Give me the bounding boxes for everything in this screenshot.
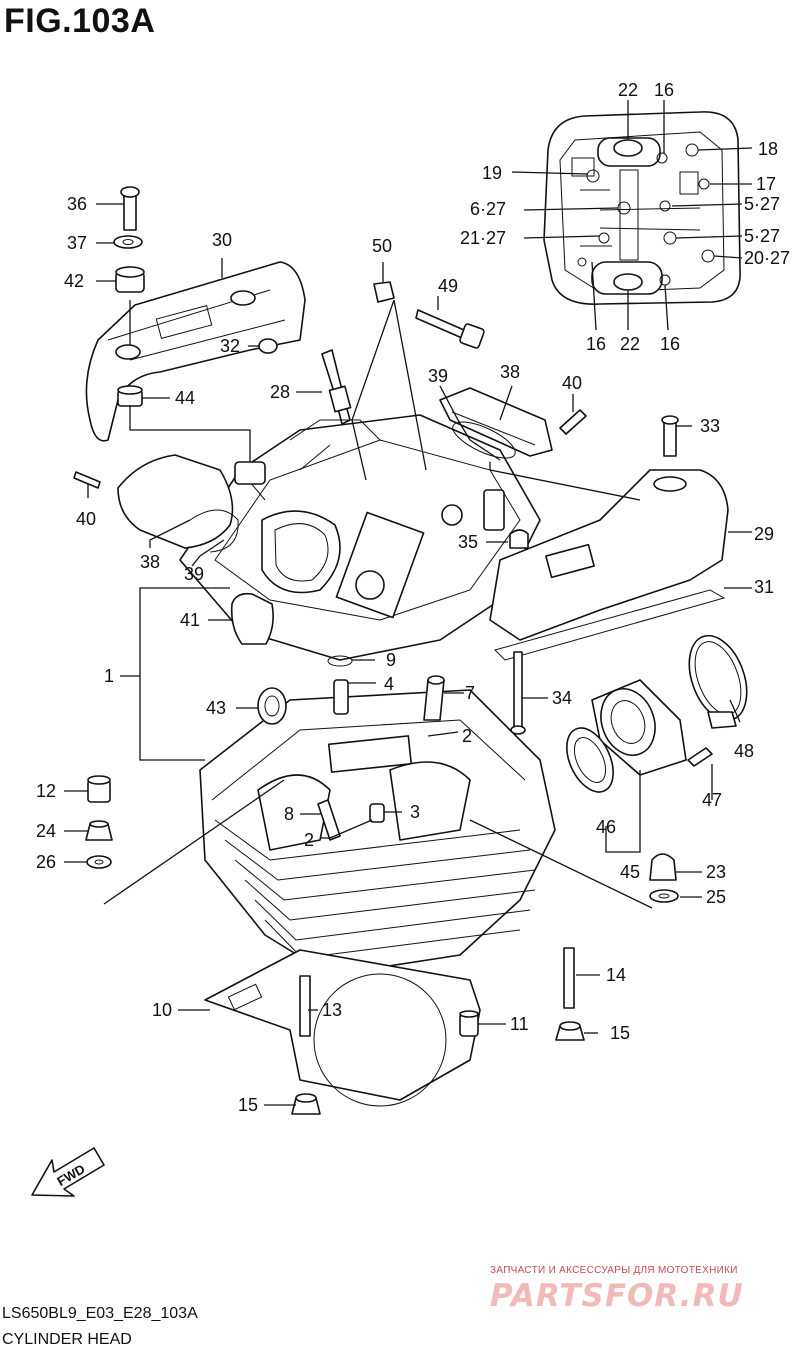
- watermark-tagline: ЗАПЧАСТИ И АКСЕССУАРЫ ДЛЯ МОТОТЕХНИКИ: [490, 1265, 738, 1276]
- right-fasteners: [555, 853, 679, 1041]
- model-code-label: LS650BL9_E03_E28_103A: [2, 1305, 198, 1322]
- callout-40-right: 40: [562, 373, 582, 393]
- callout-14: 14: [606, 965, 626, 985]
- intake-assembly: [510, 634, 748, 793]
- cylinder-gasket: [204, 949, 481, 1115]
- cylinder-head-lower: [199, 655, 556, 976]
- callout-35: 35: [458, 532, 478, 552]
- callout-38-lower: 38: [140, 552, 160, 572]
- callout-45: 45: [620, 862, 640, 882]
- breather-covers: [73, 387, 587, 645]
- callout-31: 31: [754, 577, 774, 597]
- callout-36: 36: [67, 194, 87, 214]
- cylinder-head-upper: [179, 414, 541, 661]
- callout-39-lower: 39: [184, 564, 204, 584]
- callout-37: 37: [67, 233, 87, 253]
- callout-42: 42: [64, 271, 84, 291]
- callout-44: 44: [175, 388, 195, 408]
- callout-8: 8: [284, 804, 294, 824]
- callout-32: 32: [220, 336, 240, 356]
- callout-47: 47: [702, 790, 722, 810]
- callout-labels: 22 16 18 19 17 6·27 5·27 21·27 5·27 20·2…: [36, 80, 790, 1115]
- figure-title: FIG.103A: [4, 2, 156, 40]
- callout-7: 7: [465, 683, 475, 703]
- callout-10: 10: [152, 1000, 172, 1020]
- callout-25: 25: [706, 887, 726, 907]
- callout-38-upper: 38: [500, 362, 520, 382]
- callout-1: 1: [104, 666, 114, 686]
- callout-9: 9: [386, 650, 396, 670]
- callout-16: 16: [654, 80, 674, 100]
- callout-28: 28: [270, 382, 290, 402]
- callout-46: 46: [596, 817, 616, 837]
- callout-6-27: 6·27: [470, 199, 506, 219]
- callout-29: 29: [754, 524, 774, 544]
- callout-43: 43: [206, 698, 226, 718]
- callout-41: 41: [180, 610, 200, 630]
- callout-48: 48: [734, 741, 754, 761]
- callout-4: 4: [384, 674, 394, 694]
- callout-2-upper: 2: [462, 726, 472, 746]
- callout-21-27: 21·27: [460, 228, 506, 248]
- callout-22-lower: 22: [620, 334, 640, 354]
- callout-30: 30: [212, 230, 232, 250]
- callout-15-left: 15: [238, 1095, 258, 1115]
- callout-50: 50: [372, 236, 392, 256]
- callout-16-left: 16: [586, 334, 606, 354]
- callout-5-27-lower: 5·27: [744, 226, 780, 246]
- callout-3: 3: [410, 802, 420, 822]
- section-name-label: CYLINDER HEAD: [2, 1331, 132, 1348]
- callout-2-lower: 2: [304, 830, 314, 850]
- callout-18: 18: [758, 139, 778, 159]
- fwd-arrow: FWD: [31, 1147, 105, 1197]
- callout-20-27: 20·27: [744, 248, 790, 268]
- callout-16-right: 16: [660, 334, 680, 354]
- callout-39-upper: 39: [428, 366, 448, 386]
- callout-5-27-upper: 5·27: [744, 194, 780, 214]
- callout-49: 49: [438, 276, 458, 296]
- callout-40-left: 40: [76, 509, 96, 529]
- callout-33: 33: [700, 416, 720, 436]
- leader-lines: [64, 203, 752, 1106]
- callout-34: 34: [552, 688, 572, 708]
- callout-22: 22: [618, 80, 638, 100]
- callout-17: 17: [756, 174, 776, 194]
- callout-15-right: 15: [610, 1023, 630, 1043]
- spark-plug: [321, 349, 352, 425]
- callout-11: 11: [510, 1014, 529, 1034]
- callout-23: 23: [706, 862, 726, 882]
- head-cover-left: [85, 186, 306, 442]
- callout-19: 19: [482, 163, 502, 183]
- callout-24: 24: [36, 821, 56, 841]
- bolt-and-nut: [373, 281, 485, 349]
- head-cover-right: [489, 415, 729, 661]
- callout-26: 26: [36, 852, 56, 872]
- leaders-top-right: [511, 100, 753, 331]
- callout-12: 12: [36, 781, 56, 801]
- left-fasteners: [85, 775, 113, 869]
- head-underside-view: [543, 111, 741, 305]
- callout-13: 13: [322, 1000, 342, 1020]
- watermark-logo: PARTSFOR.RU: [490, 1278, 744, 1314]
